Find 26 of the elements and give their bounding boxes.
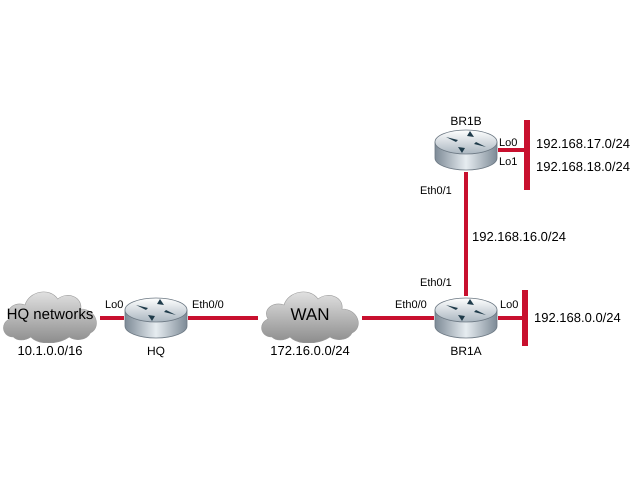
network-link xyxy=(362,316,434,320)
network-address: 192.168.17.0/24 xyxy=(536,136,630,152)
router-name: BR1B xyxy=(450,114,482,128)
network-address: 192.168.18.0/24 xyxy=(536,159,630,175)
interface-label: Eth0/0 xyxy=(395,299,427,312)
network-segment-bar xyxy=(524,120,530,190)
network-segment-bar xyxy=(522,290,528,346)
network-link xyxy=(464,172,468,296)
network-address: 172.16.0.0/24 xyxy=(270,343,350,359)
interface-label: Eth0/1 xyxy=(420,185,452,198)
interface-label: Lo1 xyxy=(499,156,518,169)
interface-label: Eth0/0 xyxy=(192,299,224,312)
network-address: 192.168.0.0/24 xyxy=(534,310,621,326)
network-link xyxy=(188,316,258,320)
router-name: HQ xyxy=(147,344,165,358)
network-link xyxy=(100,316,124,320)
network-link xyxy=(498,148,524,152)
network-link xyxy=(498,316,522,320)
interface-label: Lo0 xyxy=(105,299,124,312)
interface-label: Lo0 xyxy=(500,299,518,312)
router-name: BR1A xyxy=(450,344,482,358)
interface-label: Eth0/1 xyxy=(420,277,452,290)
interface-label: Lo0 xyxy=(499,137,518,150)
cloud-label: HQ networks xyxy=(6,306,94,324)
cloud-label: WAN xyxy=(290,304,330,326)
network-address: 10.1.0.0/16 xyxy=(17,343,83,359)
